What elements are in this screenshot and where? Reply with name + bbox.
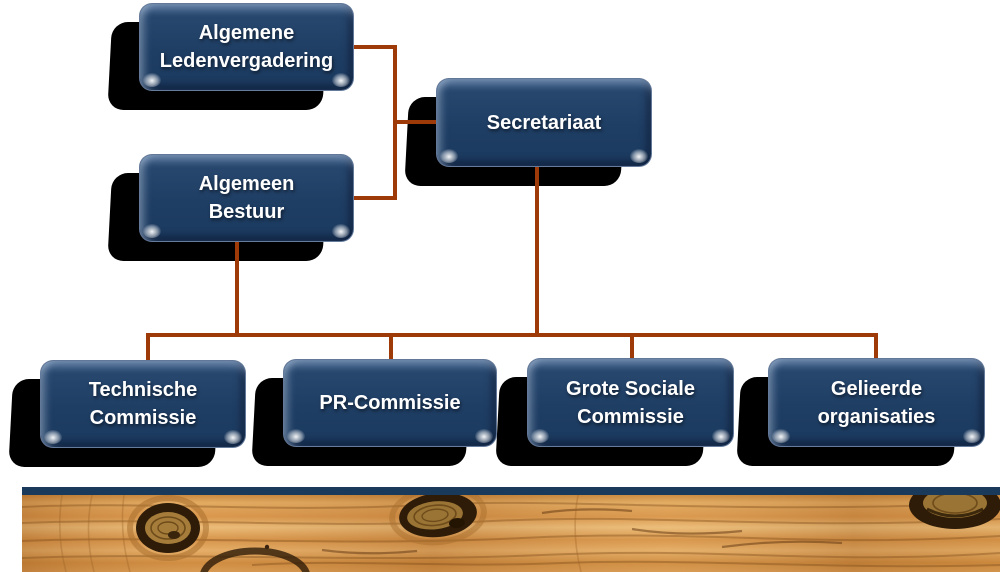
wood-knot-bottom-arc [200, 544, 310, 572]
node-body: Grote Sociale Commissie [527, 358, 734, 447]
wood-grain-vertical [58, 495, 582, 572]
connector-drop-gelieerde [874, 333, 878, 360]
node-body: Technische Commissie [40, 360, 246, 448]
connector-drop-pr [389, 333, 393, 361]
node-body: Secretariaat [436, 78, 652, 167]
wood-knot-right [909, 495, 1000, 529]
connector-trunk-to-secretariaat [397, 120, 436, 124]
connector-bestuur-to-trunk [354, 196, 394, 200]
node-label: Algemeen Bestuur [198, 173, 295, 223]
connector-drop-grote-sociale [630, 333, 634, 360]
node-label: Algemene Ledenvergadering [159, 22, 334, 72]
node-label: PR-Commissie [319, 392, 461, 414]
connector-bus-horizontal [146, 333, 878, 337]
node-body: PR-Commissie [283, 359, 497, 447]
connector-bestuur-to-bus [235, 240, 239, 335]
node-label: Secretariaat [486, 111, 602, 134]
org-node-secretariaat: Secretariaat [404, 78, 652, 186]
footer-navy-bar [22, 487, 1000, 495]
wood-texture-image [22, 495, 1000, 572]
node-label: Grote Sociale Commissie [566, 377, 695, 428]
wood-knot-left [127, 495, 209, 561]
org-node-pr-commissie: PR-Commissie [251, 359, 497, 466]
node-body: Gelieerde organisaties [768, 358, 985, 447]
org-node-algemeen-bestuur: Algemeen Bestuur [107, 154, 354, 261]
wood-knot-center [389, 495, 487, 546]
org-node-algemene-ledenvergadering: Algemene Ledenvergadering [107, 3, 354, 110]
org-node-gelieerde-organisaties: Gelieerde organisaties [736, 358, 985, 466]
wood-plank-footer [22, 487, 1000, 572]
node-label: Gelieerde organisaties [817, 377, 936, 428]
connector-secretariaat-to-bus [535, 165, 539, 335]
connector-drop-technische [146, 333, 150, 362]
connector-alv-to-trunk [352, 45, 396, 49]
org-node-grote-sociale-commissie: Grote Sociale Commissie [495, 358, 734, 466]
node-body: Algemene Ledenvergadering [139, 3, 354, 91]
connector-trunk-vertical [393, 45, 397, 200]
node-body: Algemeen Bestuur [139, 154, 354, 242]
wood-grain-dashes [321, 508, 843, 555]
org-node-technische-commissie: Technische Commissie [8, 360, 246, 467]
node-label: Technische Commissie [88, 379, 198, 429]
